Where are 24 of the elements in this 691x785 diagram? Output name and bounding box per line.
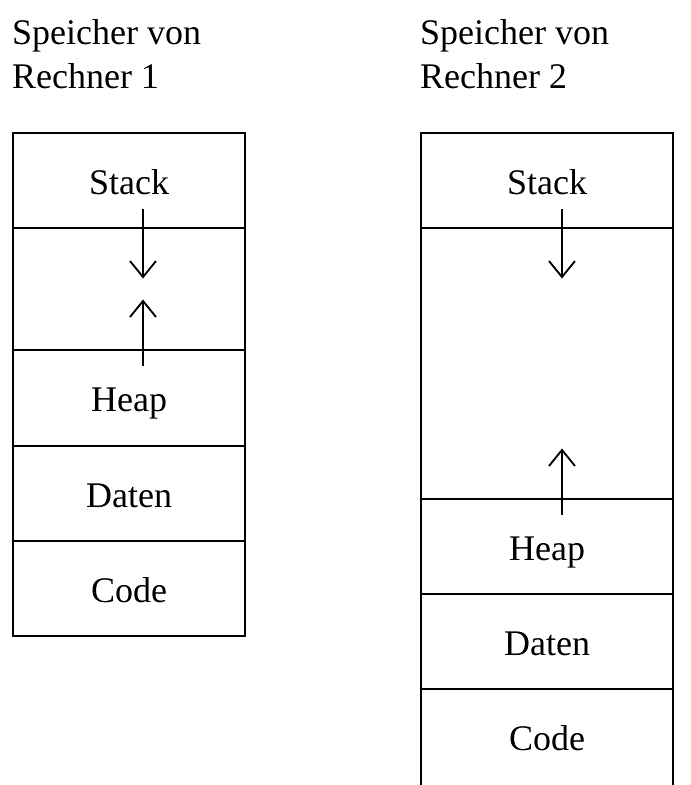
arrow <box>548 208 576 279</box>
segment-label: Stack <box>507 162 587 202</box>
arrow <box>129 299 157 367</box>
segment-label: Stack <box>89 162 169 202</box>
memory-segment <box>12 540 246 637</box>
free-memory-area <box>420 227 674 500</box>
free-memory-area <box>12 227 246 351</box>
memory-heading: Speicher von Rechner 1 <box>12 11 202 98</box>
memory-segment <box>420 498 674 595</box>
memory-segment <box>12 349 246 447</box>
segment-label: Daten <box>86 475 172 515</box>
memory-segment <box>12 445 246 542</box>
segment-label: Code <box>509 718 585 758</box>
arrow <box>548 448 576 516</box>
memory-heading: Speicher von Rechner 2 <box>420 11 610 98</box>
arrow <box>129 208 157 279</box>
segment-label: Code <box>91 570 167 610</box>
memory-segment <box>420 688 674 785</box>
memory-segment <box>420 593 674 690</box>
segment-label: Heap <box>91 379 167 419</box>
memory-segment <box>12 132 246 229</box>
memory-segment <box>420 132 674 229</box>
segment-label: Heap <box>509 528 585 568</box>
segment-label: Daten <box>504 623 590 663</box>
